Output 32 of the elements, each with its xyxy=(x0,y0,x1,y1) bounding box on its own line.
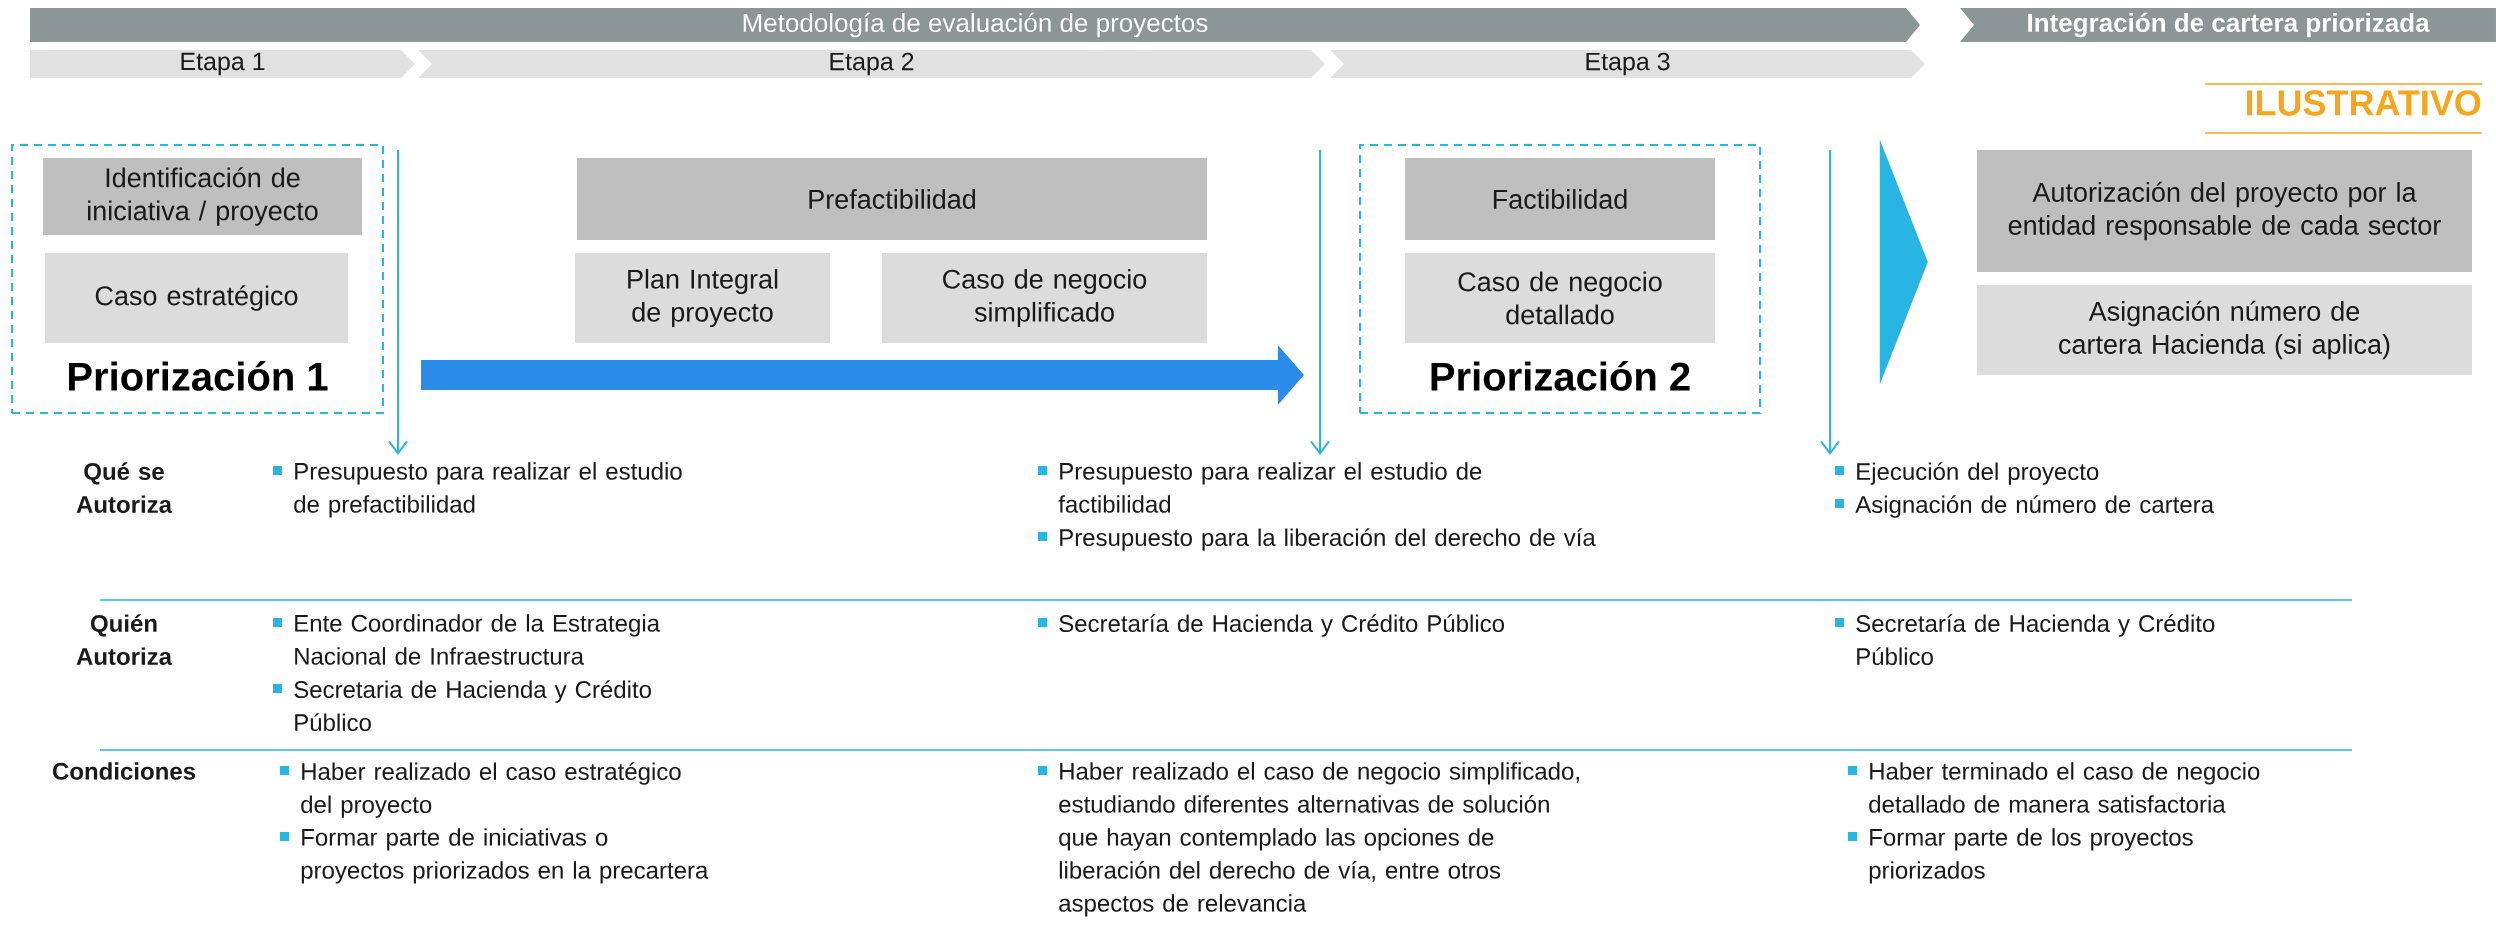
process-box: Identificación de iniciativa / proyecto xyxy=(43,158,362,235)
row-header: Qué se Autoriza xyxy=(76,462,173,514)
bullet-item: Formar parte de iniciativas o proyectos priorizados en la precartera xyxy=(280,828,709,884)
bullet-item: Presupuesto para la liberación del derecho de vía xyxy=(1038,528,1596,551)
row-header: Condiciones xyxy=(53,762,196,780)
bullet-item: Secretaria de Hacienda y Crédito Público xyxy=(273,680,651,732)
bullet-item: Asignación de número de cartera xyxy=(1835,495,2214,518)
bullet-item: Presupuesto para realizar el estudio de prefactibilidad xyxy=(273,462,682,518)
process-box: Caso de negocio simplificado xyxy=(882,253,1207,343)
bullet-item: Haber terminado el caso de negocio detallado de manera satisfactoria xyxy=(1848,762,2260,813)
process-box: Factibilidad xyxy=(1405,158,1715,240)
stage-banner: Etapa 3 xyxy=(1330,50,1925,78)
process-box: Caso estratégico xyxy=(45,253,348,343)
bullet-item: Secretaría de Hacienda y Crédito Público xyxy=(1038,614,1504,637)
bullet-item: Ejecución del proyecto xyxy=(1835,462,2099,485)
bullet-item: Secretaría de Hacienda y Crédito Público xyxy=(1835,614,2215,666)
process-box: Autorización del proyecto por la entidad responsable de cada sector xyxy=(1977,150,2472,272)
bullet-item: Presupuesto para realizar el estudio de factibilidad xyxy=(1038,462,1482,513)
process-box: Plan Integral de proyecto xyxy=(575,253,830,343)
bullet-item: Haber realizado el caso de negocio simplificado, estudiando diferentes alternativas de solución que hayan contemplado las opciones de liberación del derecho de vía, entre otros aspectos de relevancia xyxy=(1038,762,1579,917)
section-banner: Integración de cartera priorizada xyxy=(1960,8,2496,42)
process-box: Prefactibilidad xyxy=(577,158,1207,240)
stamp-label: ILUSTRATIVO xyxy=(2204,83,2483,134)
bullet-item: Formar parte de los proyectos priorizados xyxy=(1848,828,2193,884)
row-header: Quién Autoriza xyxy=(76,614,173,666)
bullet-item: Haber realizado el caso estratégico del proyecto xyxy=(280,762,681,818)
stage-banner: Etapa 1 xyxy=(30,50,415,78)
bullet-item: Ente Coordinador de la Estrategia Nacional de Infraestructura xyxy=(273,614,661,665)
process-box: Asignación número de cartera Hacienda (si aplica) xyxy=(1977,285,2472,375)
section-banner: Metodología de evaluación de proyectos xyxy=(30,8,1920,42)
stage-banner: Etapa 2 xyxy=(418,50,1325,78)
process-box: Caso de negocio detallado xyxy=(1405,253,1715,343)
